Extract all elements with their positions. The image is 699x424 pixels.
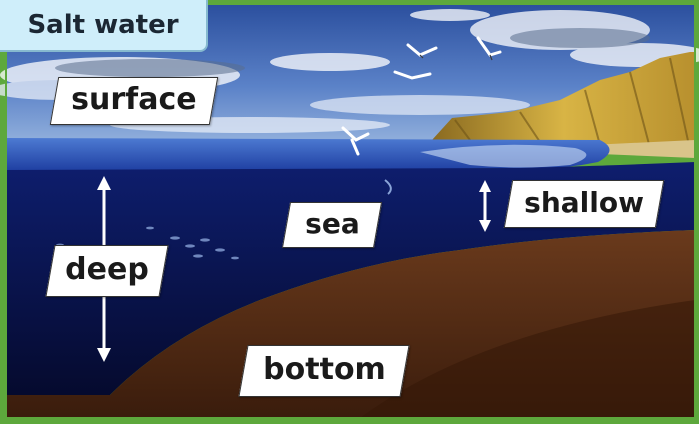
label-sea-text: sea <box>305 203 360 245</box>
label-deep: deep <box>45 245 168 297</box>
label-deep-text: deep <box>65 246 149 294</box>
label-bottom-text: bottom <box>263 346 386 394</box>
label-surface-text: surface <box>71 78 196 122</box>
label-shallow: shallow <box>504 180 664 228</box>
label-shallow-text: shallow <box>524 181 644 225</box>
label-bottom: bottom <box>238 345 409 397</box>
label-surface: surface <box>50 77 218 125</box>
label-sea: sea <box>282 202 382 248</box>
diagram-title: Salt water <box>0 0 208 52</box>
